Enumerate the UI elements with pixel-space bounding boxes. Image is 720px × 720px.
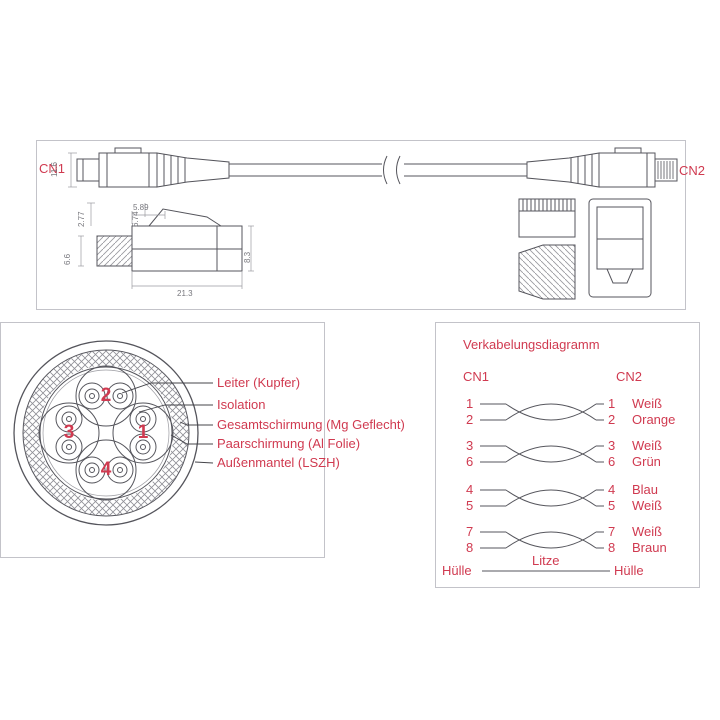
cn1-pin: 5 (466, 498, 474, 513)
wiring-cn1-header: CN1 (463, 369, 490, 384)
pair-1-right (112, 402, 174, 464)
plug-detail-front-view (588, 198, 652, 298)
twisted-pair-3 (480, 489, 604, 507)
label-outer-jacket: Außenmantel (LSZH) (217, 455, 340, 470)
wire-color: Weiß (632, 524, 663, 539)
wire-color: Blau (632, 482, 659, 497)
pair-4-bottom (75, 439, 137, 501)
label-insulation: Isolation (217, 397, 266, 412)
cn1-pin: 3 (466, 438, 474, 453)
pair-number-3: 3 (63, 422, 75, 443)
wiring-diagram-lines (480, 403, 610, 572)
wire-color: Weiß (632, 438, 663, 453)
cn2-pin: 1 (608, 396, 616, 411)
contact-comb (657, 161, 674, 179)
pair-3-left (38, 402, 100, 464)
boot-detail-side-view (518, 244, 576, 300)
cn2-pin: 2 (608, 412, 616, 427)
cn1-pin: 7 (466, 524, 474, 539)
boot-detail-top-view (518, 198, 576, 238)
dim-latch-rise: 2.77 (77, 211, 86, 227)
dim-latch-length: 5.89 (133, 203, 149, 212)
cn2-pin: 4 (608, 482, 616, 497)
twisted-pair-4 (480, 531, 604, 549)
twisted-pair-2 (480, 445, 604, 463)
braid-shield-ring (23, 350, 189, 516)
wire-color: Grün (632, 454, 661, 469)
label-conductor: Leiter (Kupfer) (217, 375, 301, 390)
cn1-pin: 4 (466, 482, 474, 497)
leader-lines (121, 382, 214, 464)
cn1-pin: 2 (466, 412, 474, 427)
cn1-pin: 6 (466, 454, 474, 469)
dim-cable-height: 11.6 (50, 162, 59, 177)
dimension-lines (68, 152, 254, 289)
dim-cable-od: 6.6 (63, 253, 72, 265)
twisted-pair-1 (480, 403, 604, 421)
jacket-ring (13, 340, 199, 526)
wire-color: Braun (632, 540, 667, 555)
pair-number-4: 4 (100, 459, 112, 480)
cn1-label: CN1 (39, 161, 66, 176)
wiring-diagram-panel: Verkabelungsdiagramm CN1 CN2 1 2 1 2 Wei… (435, 322, 700, 588)
cn2-pin: 6 (608, 454, 616, 469)
right-connector-side-view (526, 147, 678, 188)
pair-number-2: 2 (100, 385, 112, 406)
label-pair-shield: Paarschirmung (Al Folie) (217, 436, 361, 451)
wire-color: Orange (632, 412, 676, 427)
cn1-pin: 8 (466, 540, 474, 555)
pair-number-1: 1 (137, 422, 149, 443)
cable-cross-section (13, 340, 214, 526)
cn2-pin: 8 (608, 540, 616, 555)
wire-color: Weiß (632, 396, 663, 411)
cn2-label: CN2 (679, 163, 706, 178)
pair-2-top (75, 365, 137, 427)
cable-drawing (68, 147, 678, 300)
cable-run (229, 155, 527, 185)
dim-nose-height: 6.74 (131, 211, 140, 227)
wiring-cn2-header: CN2 (616, 369, 643, 384)
cn2-pin: 7 (608, 524, 616, 539)
wiring-title: Verkabelungsdiagramm (463, 337, 600, 352)
plug-detail-side-view (96, 208, 243, 272)
label-overall-shield: Gesamtschirmung (Mg Geflecht) (217, 417, 405, 432)
dim-plug-length: 21.3 (177, 289, 193, 298)
cn1-pin: 1 (466, 396, 474, 411)
overall-foil-ring (39, 366, 173, 500)
dim-body-height: 8.3 (243, 251, 252, 263)
shield-label-right: Hülle (614, 563, 644, 578)
wire-color: Weiß (632, 498, 663, 513)
core-label: Litze (532, 553, 560, 568)
left-connector-side-view (76, 147, 230, 188)
cn2-pin: 5 (608, 498, 616, 513)
shield-label-left: Hülle (442, 563, 472, 578)
cross-section-panel: 1 2 3 4 Leiter (Kupfer) Isolation Gesamt… (0, 322, 405, 558)
cn2-pin: 3 (608, 438, 616, 453)
cable-drawing-panel: CN1 CN2 11.6 2.77 5.89 6.74 6.6 8.3 21.3 (36, 140, 705, 310)
